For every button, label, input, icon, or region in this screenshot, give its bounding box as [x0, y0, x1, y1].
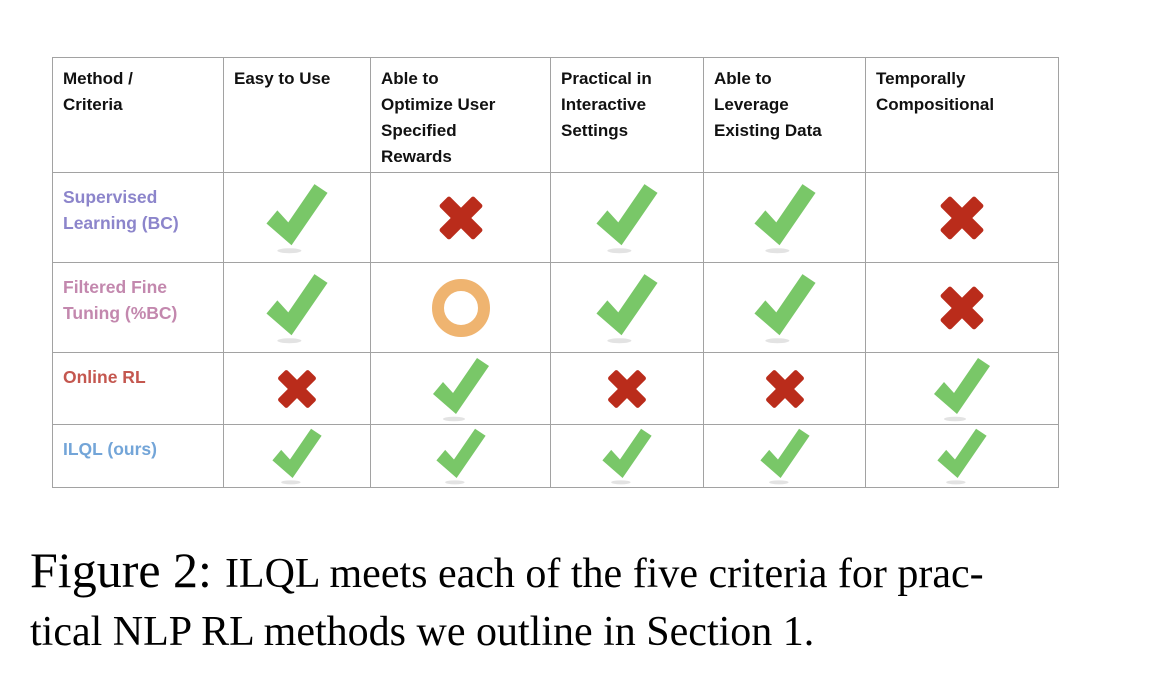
- criterion-cell-circle: [370, 262, 551, 353]
- check-icon: [934, 357, 990, 421]
- criterion-cell-cross: [865, 262, 1059, 353]
- column-header: Method / Criteria: [52, 57, 224, 173]
- method-label: Online RL: [52, 352, 224, 425]
- caption-line1-text: ILQL meets each of the five criteria for…: [224, 551, 984, 597]
- criterion-cell-cross: [703, 352, 866, 425]
- check-icon: [596, 183, 658, 253]
- criterion-cell-cross: [223, 352, 371, 425]
- check-icon: [753, 273, 816, 343]
- criterion-cell-check: [865, 424, 1059, 488]
- check-icon: [432, 357, 489, 421]
- column-header: Practical in Interactive Settings: [550, 57, 704, 173]
- criterion-cell-check: [550, 424, 704, 488]
- cross-icon: [278, 369, 316, 408]
- criterion-cell-cross: [550, 352, 704, 425]
- column-header: Able to Optimize User Specified Rewards: [370, 57, 551, 173]
- cross-icon: [940, 196, 984, 239]
- caption-prefix: Figure 2:: [30, 542, 212, 598]
- criterion-cell-check: [223, 172, 371, 263]
- criterion-cell-check: [550, 262, 704, 353]
- cross-icon: [608, 369, 646, 408]
- table-row: Filtered Fine Tuning (%BC): [52, 262, 1059, 353]
- check-icon: [596, 273, 658, 343]
- check-icon: [753, 183, 816, 253]
- check-icon: [937, 428, 987, 485]
- criterion-cell-check: [703, 262, 866, 353]
- check-icon: [266, 183, 328, 253]
- criterion-cell-check: [223, 262, 371, 353]
- caption-line-1: Figure 2: ILQL meets each of the five cri…: [30, 541, 984, 603]
- table-row: Online RL: [52, 352, 1059, 425]
- column-header: Easy to Use: [223, 57, 371, 173]
- check-icon: [759, 428, 810, 485]
- method-label: ILQL (ours): [52, 424, 224, 488]
- table-row: Supervised Learning (BC): [52, 172, 1059, 263]
- method-label: Filtered Fine Tuning (%BC): [52, 262, 224, 353]
- cross-icon: [940, 286, 984, 329]
- criterion-cell-check: [865, 352, 1059, 425]
- cross-icon: [765, 369, 804, 408]
- column-header: Able to Leverage Existing Data: [703, 57, 866, 173]
- criterion-cell-cross: [370, 172, 551, 263]
- caption-line-2: tical NLP RL methods we outline in Secti…: [30, 609, 815, 655]
- criterion-cell-check: [550, 172, 704, 263]
- figure-caption: Figure 2: ILQL meets each of the five cri…: [30, 541, 984, 661]
- table-row: ILQL (ours): [52, 424, 1059, 488]
- check-icon: [272, 428, 322, 485]
- cross-icon: [439, 196, 482, 239]
- circle-icon: [431, 278, 490, 337]
- criterion-cell-check: [703, 424, 866, 488]
- column-header: Temporally Compositional: [865, 57, 1059, 173]
- criterion-cell-cross: [865, 172, 1059, 263]
- criterion-cell-check: [370, 352, 551, 425]
- criterion-cell-check: [703, 172, 866, 263]
- criterion-cell-check: [370, 424, 551, 488]
- check-icon: [435, 428, 486, 485]
- table-body: Supervised Learning (BC) Filtered Fine T…: [52, 172, 1059, 488]
- criterion-cell-check: [223, 424, 371, 488]
- check-icon: [602, 428, 652, 485]
- method-label: Supervised Learning (BC): [52, 172, 224, 263]
- check-icon: [266, 273, 328, 343]
